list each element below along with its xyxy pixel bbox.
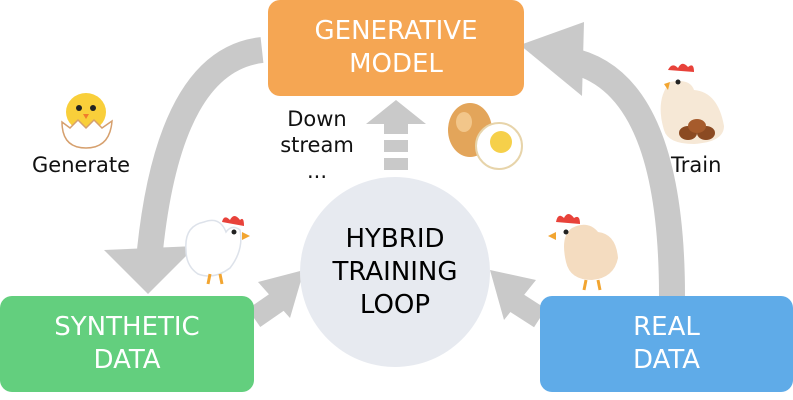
real-data-line2: DATA xyxy=(633,345,700,375)
downstream-line1: Down xyxy=(287,107,347,131)
brown-chicken-icon xyxy=(548,214,618,291)
downstream-label: Down stream ... xyxy=(262,106,372,184)
synthetic-data-line1: SYNTHETIC xyxy=(54,312,200,342)
generative-model-node: GENERATIVE MODEL xyxy=(268,0,524,96)
synthetic-to-hybrid-arrow xyxy=(247,270,304,328)
train-arrow xyxy=(520,22,685,297)
white-chicken-icon xyxy=(185,216,250,285)
downstream-line2: stream xyxy=(280,133,354,157)
hybrid-line2: TRAINING xyxy=(332,256,458,287)
hybrid-training-loop-node: HYBRID TRAINING LOOP xyxy=(300,177,490,367)
synthetic-data-node: SYNTHETIC DATA xyxy=(0,296,254,392)
train-label: Train xyxy=(671,153,722,177)
generate-label: Generate xyxy=(32,153,131,177)
real-data-node: REAL DATA xyxy=(540,296,793,392)
boiled-egg-icon xyxy=(448,103,523,170)
chick-hatching-icon xyxy=(61,93,113,149)
hen-on-eggs-icon xyxy=(660,63,724,144)
synthetic-data-line2: DATA xyxy=(93,345,161,375)
downstream-arrow xyxy=(366,100,426,170)
generative-model-line2: MODEL xyxy=(349,49,443,79)
generative-model-line1: GENERATIVE xyxy=(314,16,478,46)
real-data-line1: REAL xyxy=(633,312,700,342)
hybrid-line1: HYBRID xyxy=(345,223,445,254)
generate-arrow xyxy=(104,37,265,294)
hybrid-line3: LOOP xyxy=(359,289,431,320)
downstream-line3: ... xyxy=(306,159,328,183)
real-to-hybrid-arrow xyxy=(490,270,546,328)
